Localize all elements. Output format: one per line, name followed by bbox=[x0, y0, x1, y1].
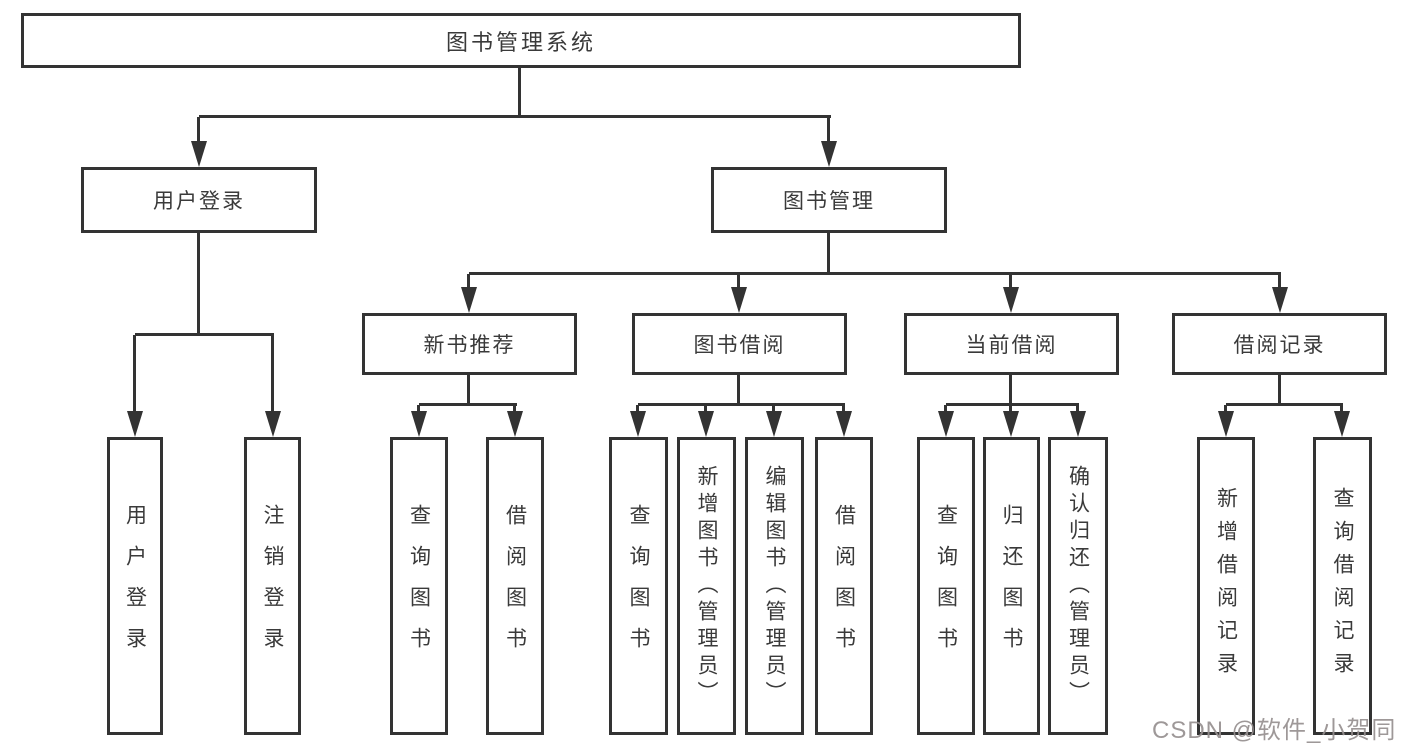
leaf-query-borrow-record: 查询借阅记录 bbox=[1313, 437, 1372, 735]
connector-line bbox=[135, 333, 274, 336]
connector-line bbox=[827, 117, 830, 150]
arrow-down bbox=[836, 411, 852, 437]
leaf-add-borrow-record-label: 新增借阅记录 bbox=[1214, 487, 1238, 685]
connector-line bbox=[1009, 375, 1012, 406]
arrow-down bbox=[698, 411, 714, 437]
connector-line bbox=[469, 272, 1281, 275]
connector-line bbox=[827, 233, 830, 274]
leaf-current-query-books-label: 查询图书 bbox=[934, 504, 958, 668]
leaf-add-books-admin: 新增图书（管理员） bbox=[677, 437, 736, 735]
connector-line bbox=[1278, 274, 1281, 292]
arrow-down bbox=[265, 411, 281, 437]
arrow-down bbox=[507, 411, 523, 437]
leaf-edit-books-admin: 编辑图书（管理员） bbox=[745, 437, 804, 735]
arrow-down bbox=[191, 141, 207, 167]
connector-line bbox=[1226, 403, 1343, 406]
leaf-confirm-return-admin-label: 确认归还（管理员） bbox=[1066, 464, 1090, 708]
arrow-down bbox=[938, 411, 954, 437]
leaf-borrow-books: 借阅图书 bbox=[815, 437, 873, 735]
arrow-down bbox=[1003, 287, 1019, 313]
connector-line bbox=[737, 375, 740, 406]
leaf-return-books-label: 归还图书 bbox=[1000, 504, 1023, 668]
leaf-newbook-borrow-books: 借阅图书 bbox=[486, 437, 544, 735]
arrow-down bbox=[1003, 411, 1019, 437]
connector-line bbox=[199, 115, 831, 118]
leaf-add-books-admin-label: 新增图书（管理员） bbox=[695, 464, 718, 708]
arrow-down bbox=[821, 141, 837, 167]
leaf-query-borrow-record-label: 查询借阅记录 bbox=[1331, 487, 1354, 685]
connector-line bbox=[1278, 375, 1281, 406]
node-library-management-system: 图书管理系统 bbox=[21, 13, 1021, 68]
leaf-newbook-query-books-label: 查询图书 bbox=[407, 504, 431, 668]
arrow-down bbox=[411, 411, 427, 437]
node-borrowing-records: 借阅记录 bbox=[1172, 313, 1387, 375]
arrow-down bbox=[461, 287, 477, 313]
leaf-current-query-books: 查询图书 bbox=[917, 437, 975, 735]
leaf-newbook-borrow-books-label: 借阅图书 bbox=[503, 504, 527, 668]
node-book-borrowing: 图书借阅 bbox=[632, 313, 847, 375]
leaf-newbook-query-books: 查询图书 bbox=[390, 437, 448, 735]
connector-line bbox=[737, 274, 740, 292]
arrow-down bbox=[1334, 411, 1350, 437]
arrow-down bbox=[766, 411, 782, 437]
node-current-borrowing: 当前借阅 bbox=[904, 313, 1119, 375]
connector-line bbox=[518, 68, 521, 117]
leaf-user-login: 用户登录 bbox=[107, 437, 163, 735]
arrow-down bbox=[127, 411, 143, 437]
arrow-down bbox=[731, 287, 747, 313]
leaf-borrow-books-label: 借阅图书 bbox=[832, 504, 856, 668]
connector-line bbox=[467, 274, 470, 292]
connector-line bbox=[946, 403, 1079, 406]
node-book-management: 图书管理 bbox=[711, 167, 947, 233]
leaf-logout-label: 注销登录 bbox=[261, 504, 284, 668]
leaf-return-books: 归还图书 bbox=[983, 437, 1040, 735]
node-new-book-recommendation: 新书推荐 bbox=[362, 313, 577, 375]
arrow-down bbox=[1272, 287, 1288, 313]
connector-line bbox=[419, 403, 517, 406]
connector-line bbox=[197, 233, 200, 336]
leaf-confirm-return-admin: 确认归还（管理员） bbox=[1048, 437, 1108, 735]
leaf-logout: 注销登录 bbox=[244, 437, 301, 735]
connector-line bbox=[638, 403, 845, 406]
connector-line bbox=[467, 375, 470, 406]
connector-line bbox=[197, 117, 200, 150]
arrow-down bbox=[1070, 411, 1086, 437]
arrow-down bbox=[630, 411, 646, 437]
leaf-user-login-label: 用户登录 bbox=[123, 504, 147, 668]
connector-line bbox=[1009, 274, 1012, 292]
leaf-add-borrow-record: 新增借阅记录 bbox=[1197, 437, 1255, 735]
connector-line bbox=[271, 335, 274, 420]
arrow-down bbox=[1218, 411, 1234, 437]
leaf-borrow-query-books: 查询图书 bbox=[609, 437, 668, 735]
leaf-borrow-query-books-label: 查询图书 bbox=[627, 504, 650, 668]
leaf-edit-books-admin-label: 编辑图书（管理员） bbox=[763, 464, 786, 708]
node-user-login: 用户登录 bbox=[81, 167, 317, 233]
connector-line bbox=[133, 335, 136, 420]
